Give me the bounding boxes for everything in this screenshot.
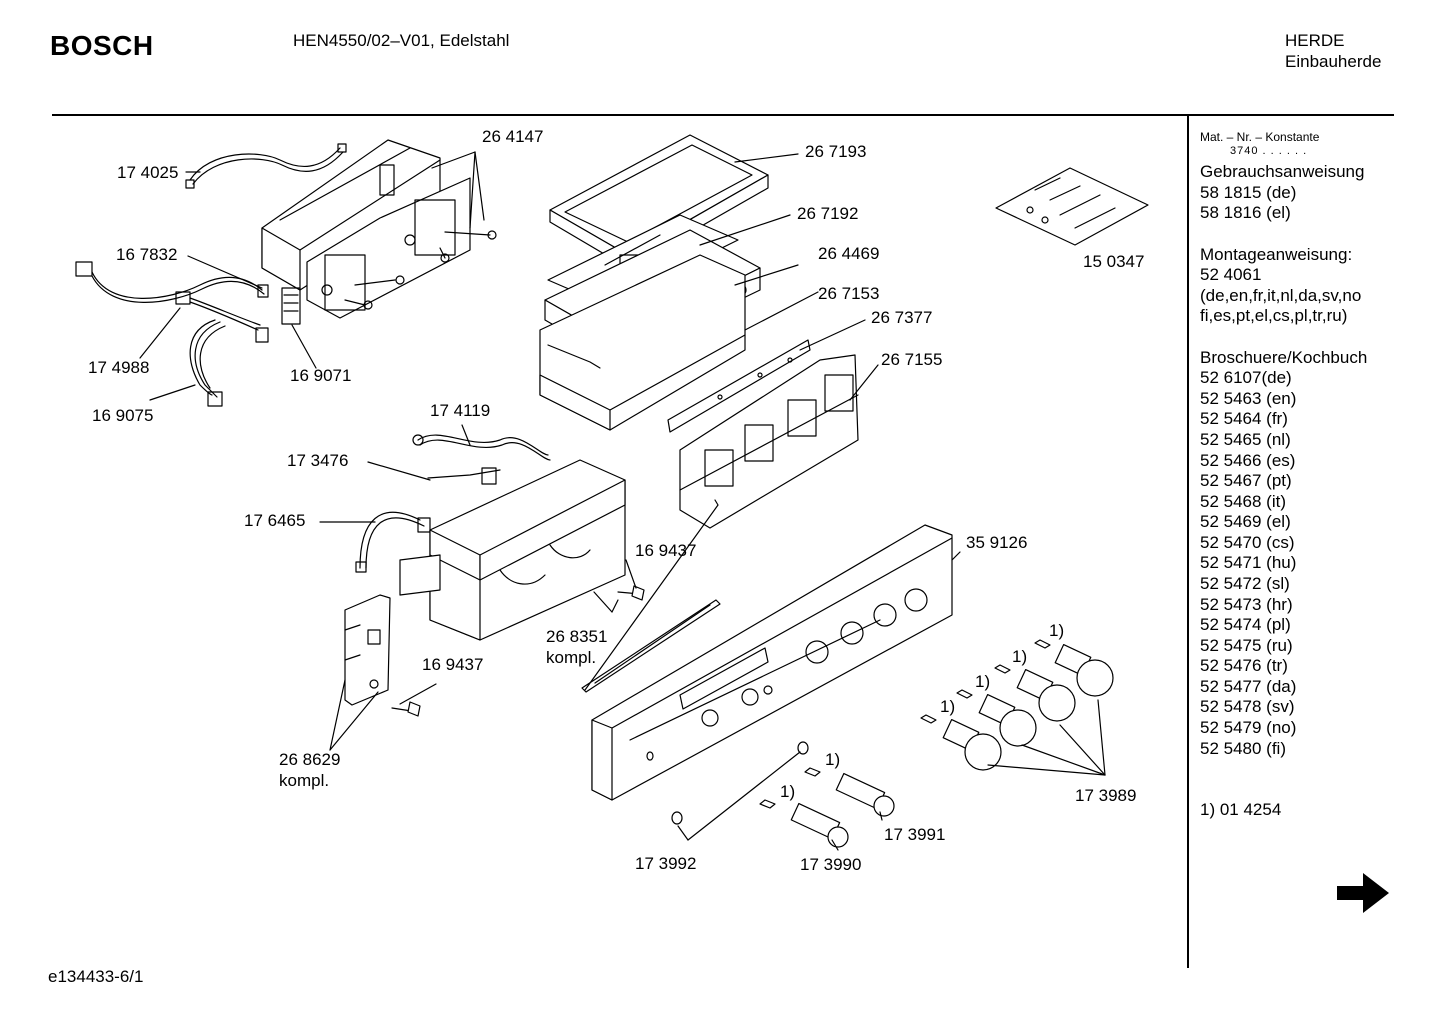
montage-title: Montageanweisung: bbox=[1200, 245, 1353, 264]
montage-number: 52 4061 bbox=[1200, 265, 1262, 284]
broschuere-item: 52 5472 (sl) bbox=[1200, 574, 1290, 593]
knobs-173989 bbox=[921, 640, 1113, 770]
part-label: 16 9075 bbox=[92, 406, 154, 425]
screw-bag-150347 bbox=[996, 168, 1148, 245]
broschuere-item: 52 5474 (pl) bbox=[1200, 615, 1291, 634]
part-label: 35 9126 bbox=[966, 533, 1028, 552]
part-label: 26 7377 bbox=[871, 308, 933, 327]
knob-173991 bbox=[805, 768, 894, 816]
material-value: 3740 . . . . . . bbox=[1230, 145, 1308, 157]
model-title: HEN4550/02–V01, Edelstahl bbox=[293, 31, 510, 50]
part-label: 17 4119 bbox=[430, 401, 491, 420]
broschuere-item: 52 6107(de) bbox=[1200, 368, 1292, 387]
part-label: 17 4988 bbox=[88, 358, 150, 377]
document-code: e134433-6/1 bbox=[48, 967, 144, 986]
part-label: kompl. bbox=[546, 648, 597, 667]
part-label: 16 9437 bbox=[635, 541, 697, 560]
leader-lines bbox=[140, 152, 1105, 850]
housing-267153 bbox=[540, 255, 745, 430]
right-arrow-icon[interactable] bbox=[1335, 870, 1391, 921]
broschuere-item: 52 5467 (pt) bbox=[1200, 471, 1292, 490]
footnote-marker: 1) bbox=[975, 672, 991, 691]
broschuere-item: 52 5478 (sv) bbox=[1200, 697, 1295, 716]
part-label: 26 8351 bbox=[546, 627, 608, 646]
broschuere-title: Broschuere/Kochbuch bbox=[1200, 348, 1368, 367]
part-label: 17 3991 bbox=[884, 825, 946, 844]
gebrauch-item: 58 1815 (de) bbox=[1200, 183, 1297, 202]
footnote-marker: 1) bbox=[1049, 621, 1065, 640]
part-label: 26 8629 bbox=[279, 750, 341, 769]
part-label: 17 3990 bbox=[800, 855, 862, 874]
part-label: 16 7832 bbox=[116, 245, 178, 264]
broschuere-item: 52 5480 (fi) bbox=[1200, 739, 1286, 758]
broschuere-item: 52 5475 (ru) bbox=[1200, 636, 1293, 655]
brand-logo: BOSCH bbox=[50, 30, 154, 61]
part-label: 26 7192 bbox=[797, 204, 859, 223]
header-divider bbox=[52, 114, 1394, 116]
knob-173990 bbox=[760, 800, 848, 847]
gebrauch-item: 58 1816 (el) bbox=[1200, 203, 1291, 222]
part-label: 17 3476 bbox=[287, 451, 349, 470]
switch-panel-267155 bbox=[680, 355, 858, 528]
broschuere-item: 52 5479 (no) bbox=[1200, 718, 1297, 737]
sidebar-divider bbox=[1187, 116, 1189, 968]
electronics-module bbox=[356, 435, 625, 640]
broschuere-item: 52 5473 (hr) bbox=[1200, 595, 1293, 614]
material-label: Mat. – Nr. – Konstante bbox=[1200, 130, 1320, 144]
part-label: 17 6465 bbox=[244, 511, 306, 530]
part-label: 26 4469 bbox=[818, 244, 880, 263]
switch-housing-upper-left bbox=[262, 140, 496, 318]
footnote-marker: 1) bbox=[940, 697, 956, 716]
footnote-marker: 1) bbox=[780, 782, 796, 801]
montage-languages: fi,es,pt,el,cs,pl,tr,ru) bbox=[1200, 306, 1348, 325]
part-label: 16 9071 bbox=[290, 366, 352, 385]
part-label: 26 4147 bbox=[482, 127, 544, 146]
part-label: 26 7193 bbox=[805, 142, 867, 161]
category-title: HERDE bbox=[1285, 31, 1345, 50]
part-label: 17 3992 bbox=[635, 854, 697, 873]
broschuere-item: 52 5465 (nl) bbox=[1200, 430, 1291, 449]
footnote-marker: 1) bbox=[825, 750, 841, 769]
control-panel-359126 bbox=[582, 500, 952, 800]
broschuere-item: 52 5468 (it) bbox=[1200, 492, 1286, 511]
part-label: 26 7153 bbox=[818, 284, 880, 303]
category-subtitle: Einbauherde bbox=[1285, 52, 1382, 71]
broschuere-item: 52 5471 (hu) bbox=[1200, 553, 1297, 572]
part-label: 17 3989 bbox=[1075, 786, 1137, 805]
screw-169437 bbox=[392, 586, 644, 716]
broschuere-item: 52 5466 (es) bbox=[1200, 451, 1296, 470]
part-label: 17 4025 bbox=[117, 163, 179, 182]
gebrauch-title: Gebrauchsanweisung bbox=[1200, 162, 1365, 181]
footnote-text: 1) 01 4254 bbox=[1200, 800, 1282, 819]
part-label: 26 7155 bbox=[881, 350, 943, 369]
footnote-marker: 1) bbox=[1012, 647, 1028, 666]
broschuere-item: 52 5469 (el) bbox=[1200, 512, 1291, 531]
part-label: 15 0347 bbox=[1083, 252, 1145, 271]
broschuere-item: 52 5470 (cs) bbox=[1200, 533, 1295, 552]
broschuere-item: 52 5476 (tr) bbox=[1200, 656, 1288, 675]
broschuere-item: 52 5463 (en) bbox=[1200, 389, 1297, 408]
part-label: kompl. bbox=[279, 771, 330, 790]
strip-267377 bbox=[668, 340, 810, 432]
part-label: 16 9437 bbox=[422, 655, 484, 674]
bracket-268629 bbox=[345, 595, 390, 705]
broschuere-item: 52 5464 (fr) bbox=[1200, 409, 1288, 428]
broschuere-item: 52 5477 (da) bbox=[1200, 677, 1297, 696]
montage-languages: (de,en,fr,it,nl,da,sv,no bbox=[1200, 286, 1362, 305]
button-173992 bbox=[672, 742, 808, 824]
